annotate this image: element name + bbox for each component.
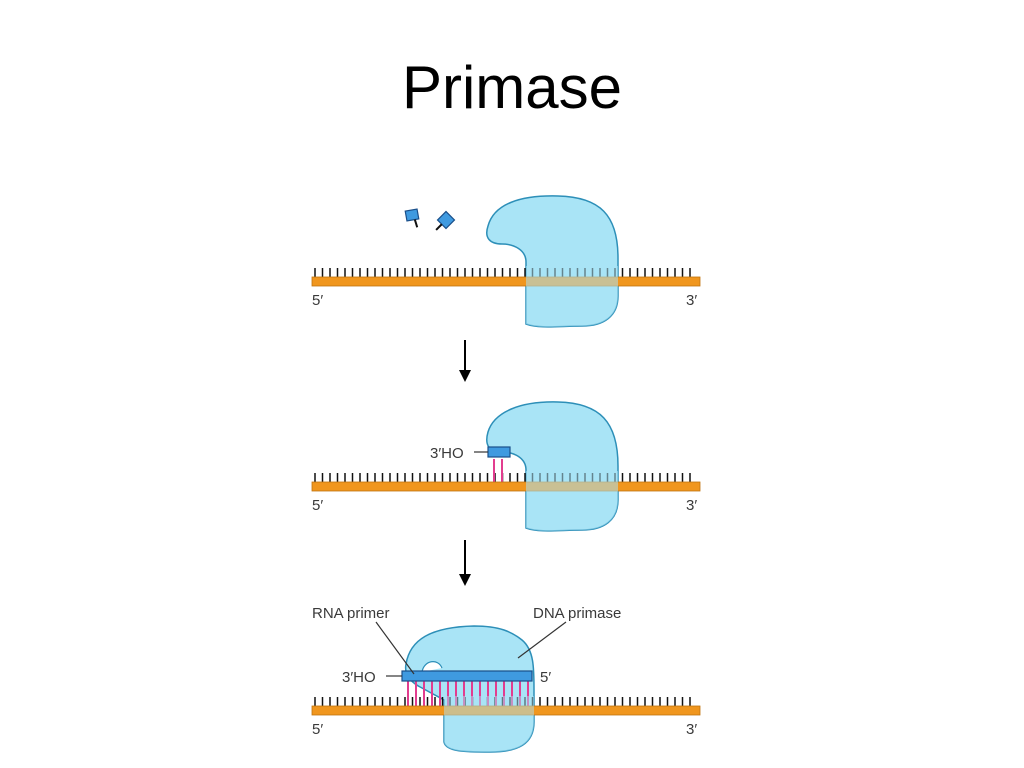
step-arrow bbox=[459, 340, 471, 382]
primer-pocket bbox=[421, 661, 443, 673]
dna-primase-label: DNA primase bbox=[533, 605, 621, 622]
rna-primer-leader bbox=[375, 621, 415, 675]
strand-3-prime-label: 3′ bbox=[686, 721, 697, 738]
enzyme-front-overlay bbox=[526, 471, 618, 531]
base-pair-lines bbox=[493, 459, 503, 482]
enzyme-front-overlay bbox=[444, 696, 534, 752]
enzyme-front-overlay bbox=[526, 266, 618, 327]
rna-primer-strand bbox=[401, 670, 533, 682]
strand-5-prime-label: 5′ bbox=[312, 497, 323, 514]
template-strand bbox=[311, 276, 701, 287]
strand-5-prime-label: 5′ bbox=[312, 721, 323, 738]
ribonucleotide bbox=[435, 210, 456, 231]
rna-primer-segment bbox=[487, 446, 511, 458]
primer-5-prime-label: 5′ bbox=[540, 669, 551, 686]
strand-3-prime-label: 3′ bbox=[686, 292, 697, 309]
panel-3: RNA primer DNA primase 3′HO 5′ 5′ 3′ bbox=[311, 605, 701, 753]
slide-title: Primase bbox=[401, 54, 623, 121]
template-strand-ticks bbox=[314, 268, 691, 278]
strand-5-prime-label: 5′ bbox=[312, 292, 323, 309]
panel-1: 5′ 3′ bbox=[311, 195, 701, 328]
panel-2: 3′HO 5′ 3′ bbox=[311, 401, 701, 532]
dna-primase-leader bbox=[517, 621, 567, 659]
primer-3-prime-oh-label: 3′HO bbox=[430, 445, 464, 462]
strand-3-prime-label: 3′ bbox=[686, 497, 697, 514]
step-arrow bbox=[459, 540, 471, 586]
rna-primer-label: RNA primer bbox=[312, 605, 390, 622]
ribonucleotide bbox=[404, 208, 420, 228]
primer-3-prime-oh-label: 3′HO bbox=[342, 669, 376, 686]
template-strand bbox=[311, 481, 701, 492]
